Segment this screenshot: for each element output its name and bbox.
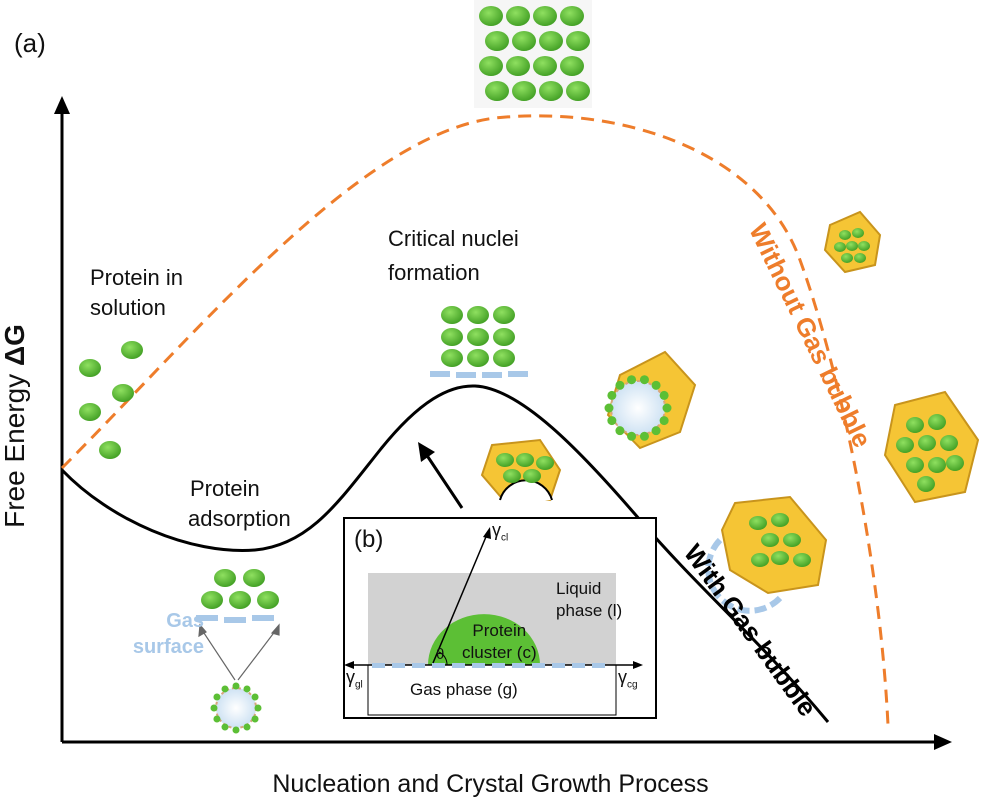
axes <box>54 96 952 750</box>
lattice-protein <box>560 56 584 76</box>
panel-b-label: (b) <box>354 526 384 553</box>
bubble-protein <box>607 416 617 426</box>
proteins-in-solution <box>79 341 143 459</box>
protein-cluster-label: Protein cluster (c) <box>462 621 537 662</box>
protein <box>121 341 143 359</box>
protein <box>112 384 134 402</box>
gamma-gl-label: γgl <box>346 667 363 691</box>
adsorbed-proteins <box>201 569 279 609</box>
gamma-cg-label: γcg <box>618 667 638 691</box>
bubble-protein <box>210 704 218 712</box>
bubble-protein <box>607 390 617 400</box>
protein <box>99 441 121 459</box>
bubble-protein <box>651 380 661 390</box>
bubble-protein <box>662 403 672 413</box>
protein <box>79 403 101 421</box>
nucleation-arrow <box>418 442 464 509</box>
bubble-protein <box>615 380 625 390</box>
liquid-phase-label: Liquid phase (l) <box>556 579 623 620</box>
lattice-protein <box>539 81 563 101</box>
bubble-protein <box>232 726 240 734</box>
protein-adsorption-label: Protein adsorption <box>188 476 291 531</box>
y-axis-arrowhead <box>54 96 70 114</box>
protein-in-solution-label: Protein in solution <box>90 265 183 320</box>
theta-arc <box>438 651 448 666</box>
protein <box>79 359 101 377</box>
lattice-protein <box>485 31 509 51</box>
bubble-protein <box>627 375 637 385</box>
bubble-protein <box>639 375 649 385</box>
lattice-protein <box>512 31 536 51</box>
bubble-protein <box>627 431 637 441</box>
bubble-protein <box>221 723 229 731</box>
gas-region <box>367 664 617 716</box>
lattice-protein <box>512 81 536 101</box>
crystal-lattice-image <box>474 0 592 108</box>
bubble-protein <box>659 390 669 400</box>
gas-surface-dashes <box>196 615 274 623</box>
without-gas-bubble-curve <box>60 114 890 726</box>
y-axis-label: Free Energy ΔG <box>0 324 30 528</box>
bubble-protein <box>639 431 649 441</box>
gas-bubble-with-crystal <box>604 350 697 450</box>
bubble-protein <box>251 693 259 701</box>
theta-label: θ <box>436 646 445 663</box>
gamma-cl-label: γcl <box>492 520 509 544</box>
critical-nuclei-label: Critical nuclei formation <box>388 226 519 285</box>
crystal-hexagon-small <box>823 210 882 274</box>
crystal-on-bubble-1 <box>480 438 562 502</box>
lattice-protein <box>533 56 557 76</box>
x-axis-arrowhead <box>934 734 952 750</box>
crystal-on-bubble-2 <box>705 495 828 614</box>
protein-cluster-cap <box>428 614 540 665</box>
lattice-protein <box>485 81 509 101</box>
lattice-protein <box>506 6 530 26</box>
x-axis-label: Nucleation and Crystal Growth Process <box>272 770 709 798</box>
lattice-protein <box>566 31 590 51</box>
bubble-protein <box>254 704 262 712</box>
bubble-protein <box>251 715 259 723</box>
panel-a-label: (a) <box>14 28 46 58</box>
critical-nuclei-cluster <box>430 306 528 378</box>
inset-b <box>343 517 657 719</box>
crystal-hexagon-large <box>883 390 980 504</box>
bubble-protein <box>243 723 251 731</box>
bubble-protein <box>232 682 240 690</box>
bubble-protein <box>604 403 614 413</box>
bubble-protein <box>213 693 221 701</box>
with-gas-bubble-curve <box>60 384 830 723</box>
bubble-protein <box>651 426 661 436</box>
lattice-protein <box>479 6 503 26</box>
bubble-protein <box>615 426 625 436</box>
interface-gas-dashes <box>372 663 605 668</box>
gas-bubble-small <box>210 682 262 734</box>
lattice-protein <box>533 6 557 26</box>
lattice-protein <box>566 81 590 101</box>
bubble-protein <box>243 685 251 693</box>
bubble-protein <box>659 416 669 426</box>
gas-surface-arrows <box>198 623 280 681</box>
gas-surface-label: Gas surface <box>132 610 204 658</box>
lattice-protein <box>506 56 530 76</box>
gamma-cl-vector <box>432 531 489 664</box>
bubble-protein <box>213 715 221 723</box>
lattice-protein <box>539 31 563 51</box>
lattice-protein <box>479 56 503 76</box>
lattice-protein <box>560 6 584 26</box>
bubble-protein <box>221 685 229 693</box>
gas-phase-label: Gas phase (g) <box>410 680 518 699</box>
